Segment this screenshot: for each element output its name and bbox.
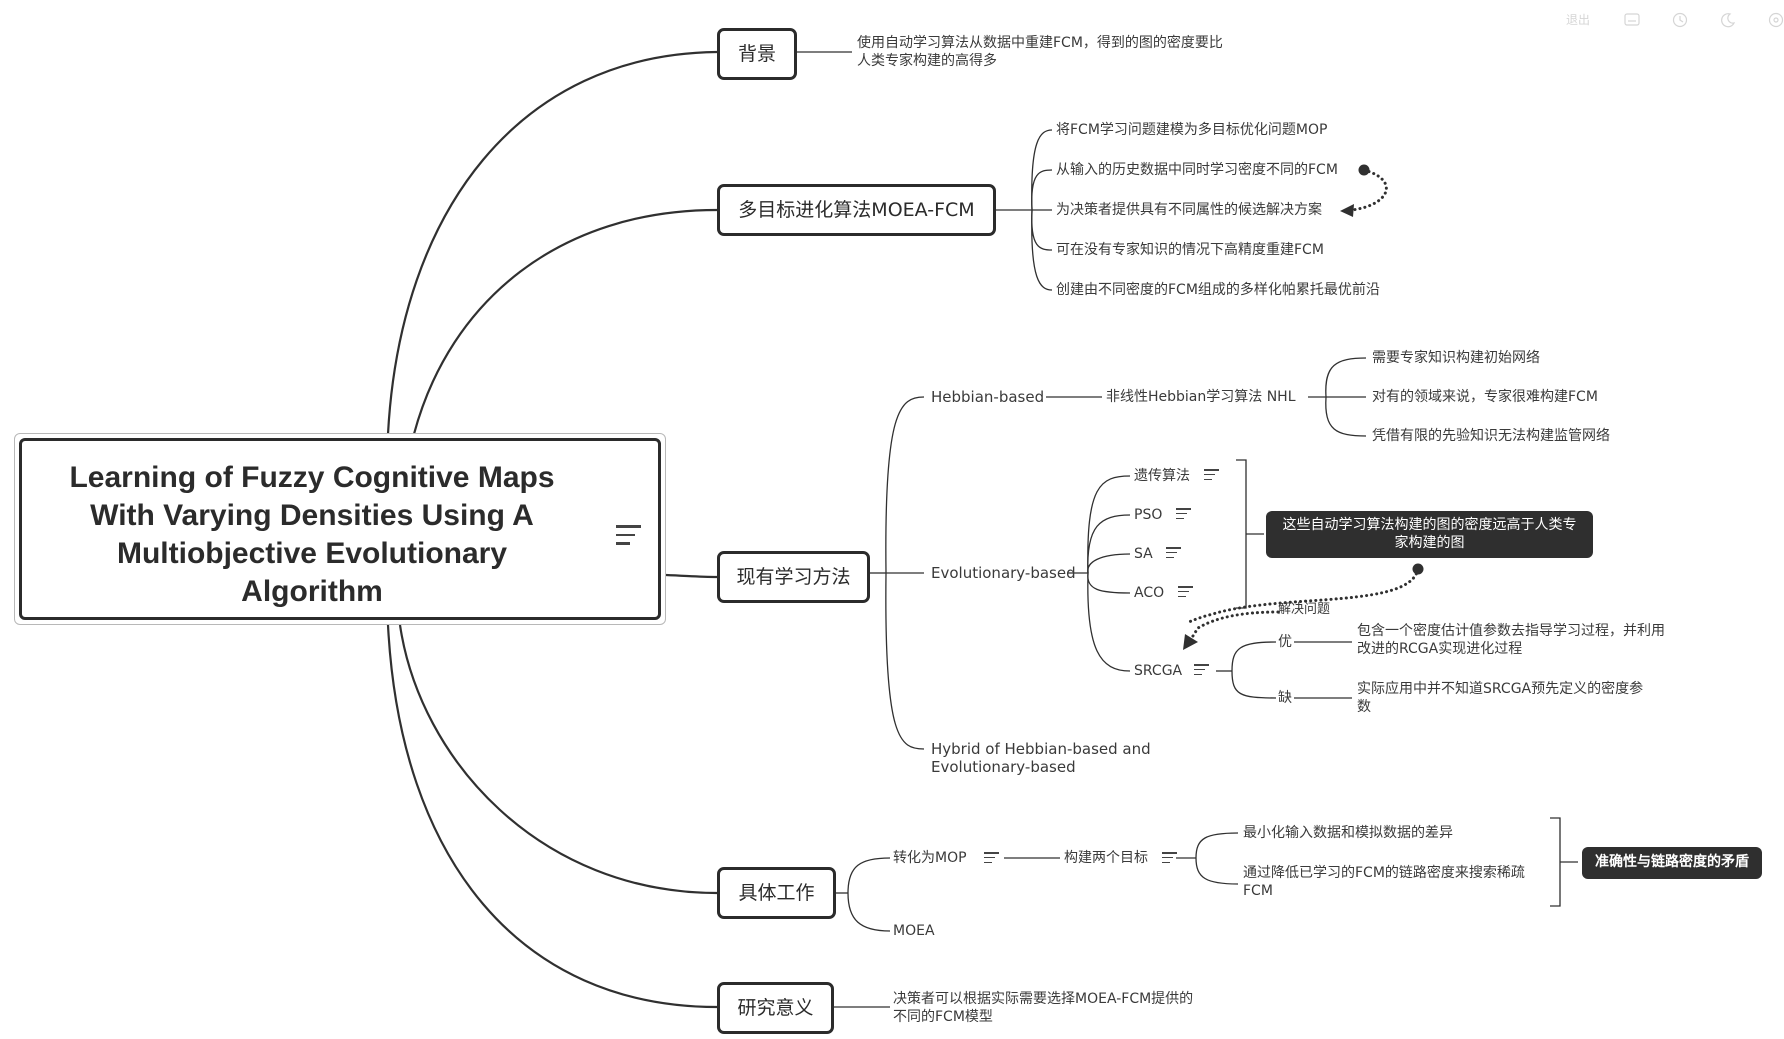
moon-icon[interactable] xyxy=(1720,12,1736,28)
hebbian-issue[interactable]: 对有的领域来说，专家很难构建FCM xyxy=(1372,389,1598,405)
goal-item[interactable]: 最小化输入数据和模拟数据的差异 xyxy=(1243,825,1453,841)
relation-label[interactable]: 解决问题 xyxy=(1278,602,1331,617)
nhl-algorithm[interactable]: 非线性Hebbian学习算法 NHL xyxy=(1106,389,1296,405)
clock-icon[interactable] xyxy=(1672,12,1688,28)
hebbian-based[interactable]: Hebbian-based xyxy=(931,388,1045,406)
moea-method[interactable]: MOEA xyxy=(893,923,935,939)
root-topic[interactable]: Learning of Fuzzy Cognitive Maps With Va… xyxy=(14,433,666,625)
method-aco[interactable]: ACO xyxy=(1134,585,1165,601)
work-summary[interactable]: 准确性与链路密度的矛盾 xyxy=(1582,847,1762,879)
root-title: Learning of Fuzzy Cognitive Maps With Va… xyxy=(69,461,555,608)
note-icon[interactable] xyxy=(616,525,641,547)
hebbian-issue[interactable]: 需要专家知识构建初始网络 xyxy=(1372,350,1540,366)
convert-to-mop[interactable]: 转化为MOP xyxy=(893,850,967,866)
note-icon[interactable] xyxy=(1176,508,1191,520)
topic-existing-methods[interactable]: 现有学习方法 xyxy=(717,551,870,603)
method-ga[interactable]: 遗传算法 xyxy=(1134,468,1190,484)
topic-specific-work[interactable]: 具体工作 xyxy=(717,867,836,919)
build-two-goals[interactable]: 构建两个目标 xyxy=(1064,850,1148,866)
methods-summary[interactable]: 这些自动学习算法构建的图的密度远高于人类专家构建的图 xyxy=(1266,511,1593,558)
exit-button[interactable]: 退出 xyxy=(1566,13,1591,27)
keyboard-icon[interactable] xyxy=(1624,13,1640,26)
background-text[interactable]: 使用自动学习算法从数据中重建FCM，得到的图的密度要比人类专家构建的高得多 xyxy=(857,35,1223,69)
hebbian-issue[interactable]: 凭借有限的先验知识无法构建监管网络 xyxy=(1372,428,1610,444)
settings-icon[interactable] xyxy=(1768,12,1784,28)
method-srcga[interactable]: SRCGA xyxy=(1134,663,1183,679)
goal-item[interactable]: 通过降低已学习的FCM的链路密度来搜索稀疏FCM xyxy=(1243,865,1525,899)
note-icon[interactable] xyxy=(1194,664,1209,676)
method-pso[interactable]: PSO xyxy=(1134,507,1163,523)
topic-significance[interactable]: 研究意义 xyxy=(717,982,834,1034)
hybrid-based[interactable]: Hybrid of Hebbian-based and Evolutionary… xyxy=(931,740,1151,776)
srcga-pros-label[interactable]: 优 xyxy=(1278,634,1292,650)
note-icon[interactable] xyxy=(1166,547,1181,559)
moea-item[interactable]: 将FCM学习问题建模为多目标优化问题MOP xyxy=(1056,122,1328,138)
note-icon[interactable] xyxy=(1178,586,1193,598)
topic-moea-fcm[interactable]: 多目标进化算法MOEA-FCM xyxy=(717,184,996,236)
srcga-cons[interactable]: 实际应用中并不知道SRCGA预先定义的密度参数 xyxy=(1357,681,1644,715)
srcga-cons-label[interactable]: 缺 xyxy=(1278,690,1292,706)
moea-item[interactable]: 可在没有专家知识的情况下高精度重建FCM xyxy=(1056,242,1324,258)
srcga-pros[interactable]: 包含一个密度估计值参数去指导学习过程，并利用改进的RCGA实现进化过程 xyxy=(1357,623,1665,657)
method-sa[interactable]: SA xyxy=(1134,546,1153,562)
toolbar: 退出 xyxy=(1546,0,1784,40)
evolutionary-based[interactable]: Evolutionary-based xyxy=(931,564,1076,582)
topic-background[interactable]: 背景 xyxy=(717,28,797,80)
moea-item[interactable]: 创建由不同密度的FCM组成的多样化帕累托最优前沿 xyxy=(1056,282,1380,298)
note-icon[interactable] xyxy=(984,852,999,864)
significance-text[interactable]: 决策者可以根据实际需要选择MOEA-FCM提供的不同的FCM模型 xyxy=(893,991,1194,1025)
moea-item[interactable]: 为决策者提供具有不同属性的候选解决方案 xyxy=(1056,202,1322,218)
moea-item[interactable]: 从输入的历史数据中同时学习密度不同的FCM xyxy=(1056,162,1338,178)
note-icon[interactable] xyxy=(1162,852,1177,864)
note-icon[interactable] xyxy=(1204,469,1219,481)
